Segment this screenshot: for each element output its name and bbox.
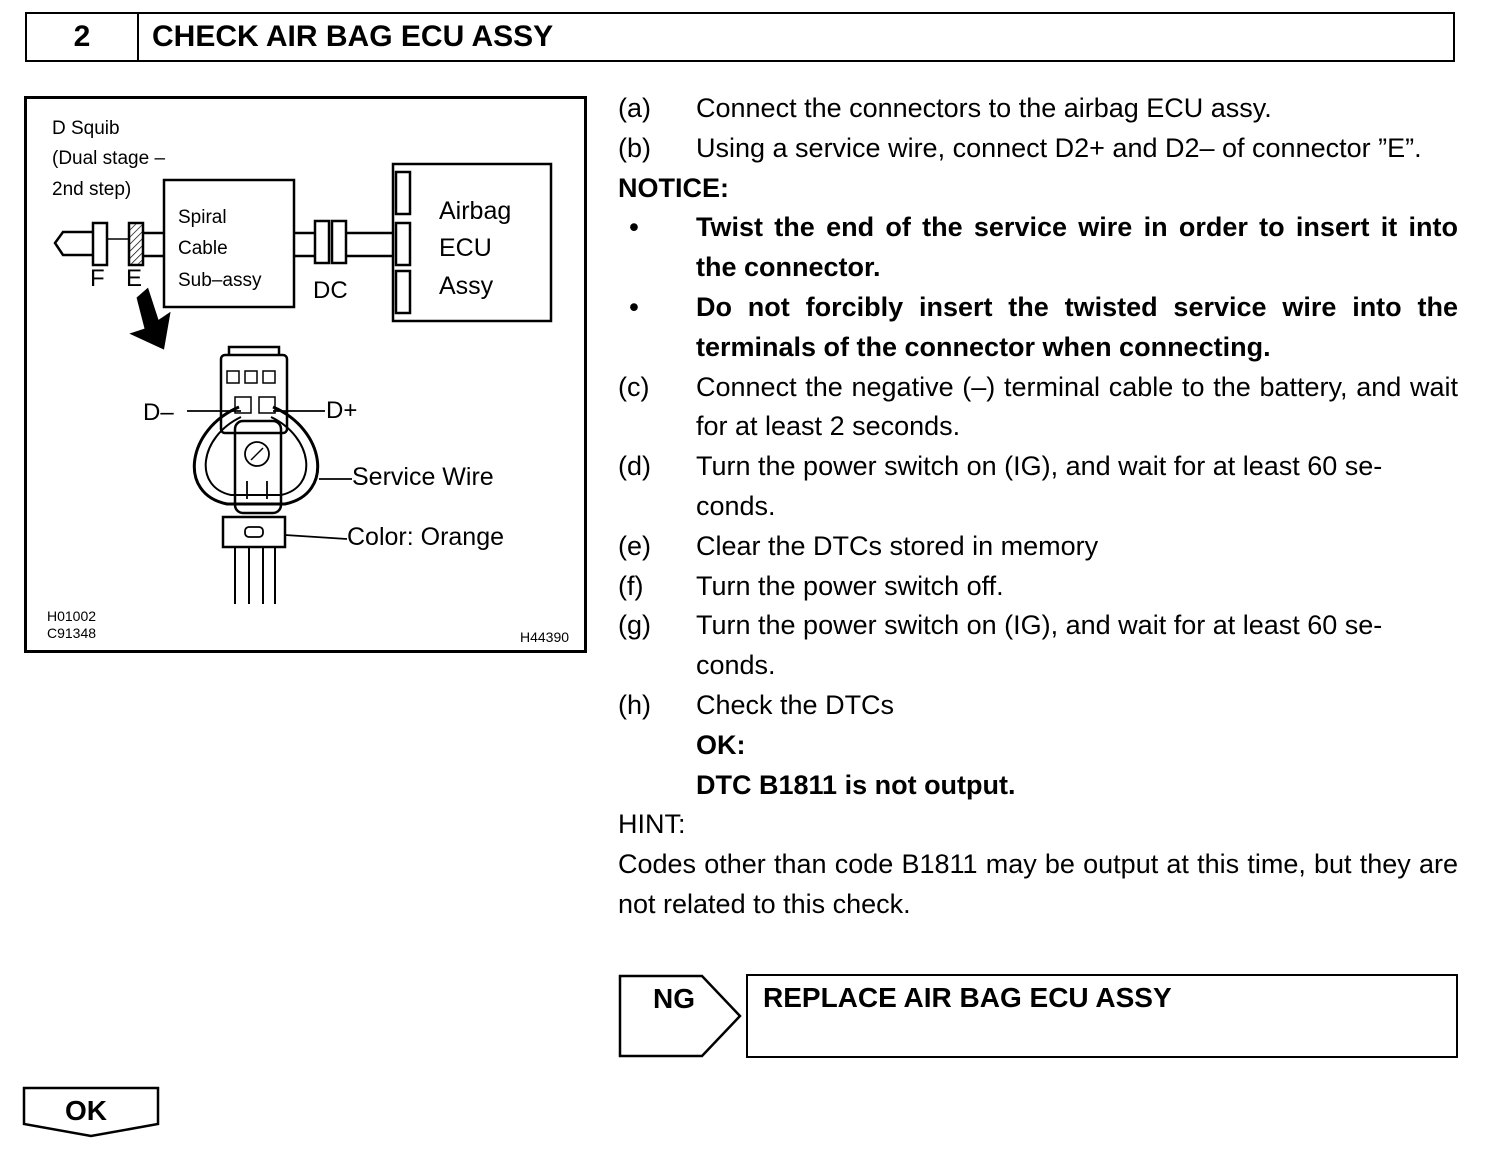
squib-label-2: (Dual stage – bbox=[52, 148, 166, 169]
step-h-text: Check the DTCs bbox=[696, 689, 895, 720]
hint-heading: HINT: bbox=[618, 809, 686, 840]
step-title: CHECK AIR BAG ECU ASSY bbox=[152, 20, 554, 53]
spiral-label-3: Sub–assy bbox=[178, 270, 262, 291]
diagram-drawing bbox=[53, 162, 553, 604]
step-f-text: Turn the power switch off. bbox=[696, 570, 1004, 601]
squib-label-3: 2nd step) bbox=[52, 179, 132, 200]
step-d: (d) Turn the power switch on (IG), and w… bbox=[618, 447, 1458, 527]
step-a-text: Connect the connectors to the airbag ECU… bbox=[696, 93, 1272, 123]
spiral-label-1: Spiral bbox=[178, 207, 227, 228]
notice-bullet-1-text: Twist the end of the service wire in ord… bbox=[696, 212, 1458, 283]
step-d-label: (d) bbox=[618, 451, 651, 482]
color-label: Color: Orange bbox=[347, 523, 505, 551]
step-a-label: (a) bbox=[618, 93, 651, 123]
ng-result-text: REPLACE AIR BAG ECU ASSY bbox=[763, 982, 1172, 1013]
bullet-icon: • bbox=[629, 212, 639, 243]
ok-criteria-title: OK: bbox=[696, 729, 746, 760]
step-e-label: (e) bbox=[618, 530, 651, 561]
ecu-label-3: Assy bbox=[439, 272, 494, 300]
figure-code-1: H01002 bbox=[47, 608, 97, 624]
instructions: (a) Connect the connectors to the airbag… bbox=[618, 89, 1458, 925]
ecu-label-2: ECU bbox=[439, 234, 492, 262]
step-f-label: (f) bbox=[618, 570, 644, 601]
step-g: (g) Turn the power switch on (IG), and w… bbox=[618, 606, 1458, 686]
step-b-label: (b) bbox=[618, 132, 651, 163]
step-h-label: (h) bbox=[618, 689, 651, 720]
step-number: 2 bbox=[27, 14, 139, 60]
step-d-text-line2: conds. bbox=[696, 490, 776, 521]
step-e: (e) Clear the DTCs stored in memory bbox=[618, 527, 1458, 567]
step-b-text: Using a service wire, connect D2+ and D2… bbox=[696, 132, 1422, 163]
figure-code-2: C91348 bbox=[47, 625, 97, 641]
ecu-label-1: Airbag bbox=[439, 197, 512, 225]
ok-arrow-shape bbox=[22, 1086, 160, 1138]
service-wire-label: Service Wire bbox=[352, 463, 494, 491]
step-g-text-line1: Turn the power switch on (IG), and wait … bbox=[696, 610, 1383, 641]
wiring-diagram: D Squib (Dual stage – 2nd step) Spiral C… bbox=[24, 96, 587, 653]
squib-label-1: D Squib bbox=[52, 118, 120, 139]
ok-label: OK bbox=[65, 1095, 107, 1126]
spiral-label-2: Cable bbox=[178, 238, 228, 259]
figure-code-3: H44390 bbox=[520, 629, 570, 645]
hint-text: Codes other than code B1811 may be outpu… bbox=[618, 849, 1458, 919]
connector-f-label: F bbox=[90, 265, 105, 292]
step-g-label: (g) bbox=[618, 610, 651, 641]
notice-heading: NOTICE: bbox=[618, 172, 729, 203]
notice-bullet-2: • Do not forcibly insert the twisted ser… bbox=[618, 288, 1458, 368]
bullet-icon: • bbox=[629, 291, 639, 322]
notice-bullet-1: • Twist the end of the service wire in o… bbox=[618, 208, 1458, 288]
connector-e-label: E bbox=[126, 265, 143, 292]
ng-arrow-shape bbox=[618, 974, 742, 1058]
d-plus-label: D+ bbox=[326, 397, 358, 424]
ng-label: NG bbox=[653, 983, 695, 1014]
step-g-text-line2: conds. bbox=[696, 650, 776, 681]
step-f: (f) Turn the power switch off. bbox=[618, 567, 1458, 607]
step-b: (b) Using a service wire, connect D2+ an… bbox=[618, 129, 1458, 169]
step-c-text: Connect the negative (–) terminal cable … bbox=[696, 371, 1458, 442]
step-h: (h) Check the DTCs bbox=[618, 686, 1458, 726]
step-c-label: (c) bbox=[618, 371, 650, 402]
notice-bullet-2-text: Do not forcibly insert the twisted servi… bbox=[696, 291, 1458, 362]
d-minus-label: D– bbox=[143, 399, 174, 426]
connector-dc-label: DC bbox=[313, 277, 348, 304]
step-e-text: Clear the DTCs stored in memory bbox=[696, 530, 1099, 561]
step-c: (c) Connect the negative (–) terminal ca… bbox=[618, 368, 1458, 448]
step-d-text-line1: Turn the power switch on (IG), and wait … bbox=[696, 451, 1383, 482]
step-a: (a) Connect the connectors to the airbag… bbox=[618, 89, 1458, 129]
ok-criteria-text: DTC B1811 is not output. bbox=[696, 769, 1016, 800]
ng-result-box: REPLACE AIR BAG ECU ASSY bbox=[746, 974, 1458, 1058]
step-header: 2 CHECK AIR BAG ECU ASSY bbox=[25, 12, 1455, 62]
